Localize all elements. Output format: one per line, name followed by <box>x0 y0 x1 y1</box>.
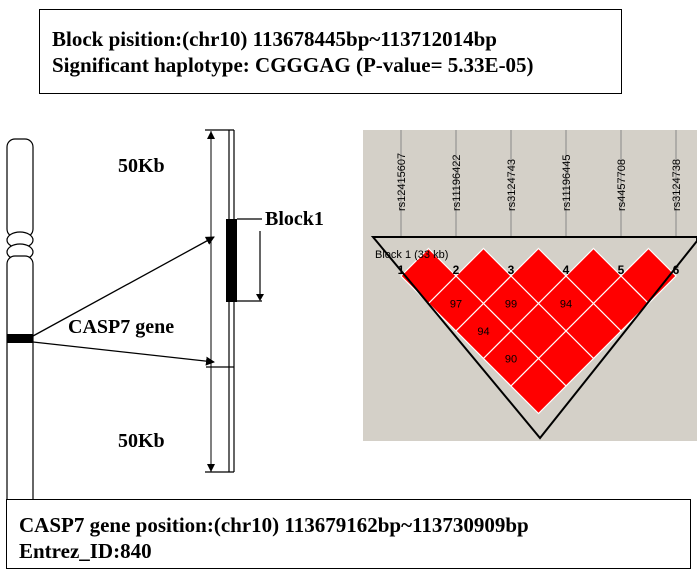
snp-index: 1 <box>398 263 405 277</box>
entrez-id-text: Entrez_ID:840 <box>19 539 152 563</box>
block-position-text: Block pisition:(chr10) 113678445bp~11371… <box>52 27 497 51</box>
snp-index: 6 <box>673 263 680 277</box>
snp-name: rs11196445 <box>561 155 573 211</box>
snp-tick-lines <box>400 130 677 237</box>
lower-flank-label: 50Kb <box>118 430 165 452</box>
gene-position-text: CASP7 gene position:(chr10) 113679162bp~… <box>19 513 529 537</box>
block1-segment <box>226 219 237 302</box>
ld-cell-value: 94 <box>560 299 572 311</box>
snp-name-labels: rs12415607 rs11196422 rs3124743 rs11196445 r… <box>396 153 683 211</box>
chromosome-p-arm <box>6 138 34 238</box>
ld-heatmap-cells <box>400 247 677 415</box>
significant-haplotype-text: Significant haplotype: CGGGAG (P-value= … <box>52 53 534 77</box>
snp-name: rs3124743 <box>506 159 518 211</box>
upper-flank-label: 50Kb <box>118 155 165 177</box>
zoom-line-upper <box>32 236 215 337</box>
ld-cell-value: 90 <box>505 354 517 366</box>
ld-cell-value-labels: 97 99 94 94 90 <box>450 299 572 366</box>
ld-cell-value: 99 <box>505 299 517 311</box>
ld-cell-value: 97 <box>450 299 462 311</box>
snp-index-labels: 1 2 3 4 5 6 <box>398 263 680 277</box>
snp-name: rs3124738 <box>671 159 683 211</box>
block1-label: Block1 <box>265 208 324 230</box>
casp7-gene-band <box>7 334 33 343</box>
expanded-region-bar <box>205 129 237 473</box>
block1-bracket <box>237 218 264 302</box>
casp7-gene-label: CASP7 gene <box>68 316 175 338</box>
chromosome-ideogram <box>6 138 34 521</box>
zoom-line-lower <box>32 341 215 366</box>
gene-info-box: CASP7 gene position:(chr10) 113679162bp~… <box>6 499 691 569</box>
snp-name: rs11196422 <box>451 155 463 211</box>
ld-cell-value: 94 <box>477 326 489 338</box>
chromosome-q-arm <box>6 255 34 521</box>
snp-index: 5 <box>618 263 625 277</box>
snp-index: 2 <box>453 263 460 277</box>
snp-name: rs12415607 <box>396 153 408 211</box>
snp-index: 3 <box>508 263 515 277</box>
snp-index: 4 <box>563 263 570 277</box>
block-info-box: Block pisition:(chr10) 113678445bp~11371… <box>39 9 622 94</box>
ld-cell <box>510 357 567 415</box>
snp-name: rs4457708 <box>616 159 628 211</box>
ld-block-title: Block 1 (33 kb) <box>375 249 448 261</box>
